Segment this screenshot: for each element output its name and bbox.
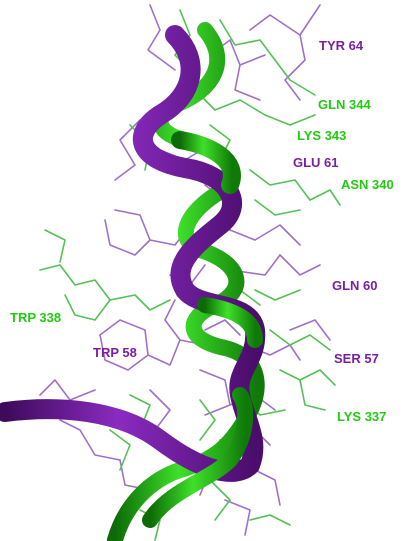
residue-label-gln-60: GLN 60 <box>332 278 378 293</box>
residue-label-lys-337: LYS 337 <box>337 409 387 424</box>
residue-label-trp-338: TRP 338 <box>10 310 62 325</box>
residue-label-ser-57: SER 57 <box>334 351 379 366</box>
chain-b-ribbon-front <box>142 131 263 528</box>
residue-label-lys-343: LYS 343 <box>297 128 347 143</box>
residue-label-gln-344: GLN 344 <box>318 97 371 112</box>
chain-b-ribbon-back <box>107 22 265 541</box>
residue-label-trp-58: TRP 58 <box>93 345 137 360</box>
residue-label-tyr-64: TYR 64 <box>319 38 364 53</box>
residue-label-glu-61: GLU 61 <box>293 155 339 170</box>
residue-label-asn-340: ASN 340 <box>341 177 394 192</box>
